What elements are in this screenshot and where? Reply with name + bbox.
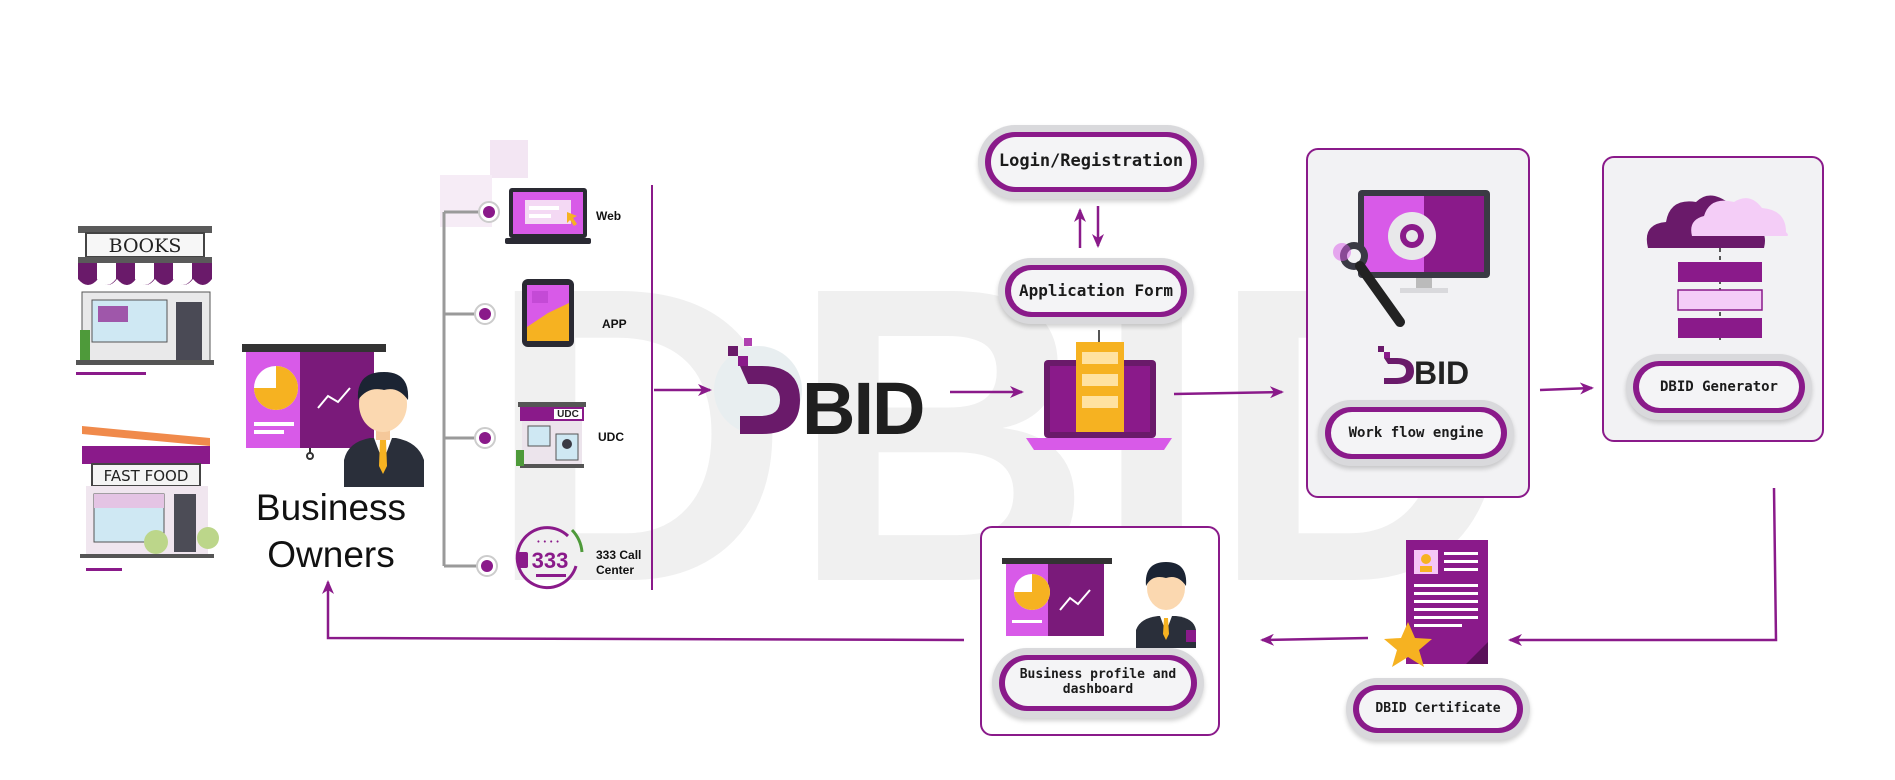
dbid-small-logo-text: BID: [1414, 355, 1469, 388]
dbid-small-logo: BID: [1378, 346, 1469, 388]
business-owner-icon: [242, 344, 424, 487]
dashboard-icon: [1002, 558, 1196, 648]
certificate-icon: [1384, 540, 1488, 667]
dbid-generator-label: DBID Generator: [1639, 366, 1799, 408]
dbid-logo: BID: [714, 338, 925, 440]
dbid-logo-text: BID: [802, 367, 923, 440]
channel-udc-label: UDC: [598, 430, 624, 444]
channel-web-label: Web: [596, 209, 622, 223]
books-shop-icon: BOOKS: [76, 226, 214, 375]
channel-app-label: APP: [602, 317, 627, 331]
workflow-engine-pill: Work flow engine: [1318, 400, 1514, 466]
arrow-generator-to-certificate: [1508, 487, 1778, 646]
udc-shop-icon: UDC: [516, 402, 586, 468]
tablet-icon: [522, 279, 574, 347]
watermark-square: [490, 140, 528, 178]
call-center-icon: • • • • 333: [515, 526, 584, 590]
business-profile-label: Business profile and dashboard: [1005, 660, 1191, 706]
application-laptop-icon: [1026, 330, 1172, 450]
dbid-certificate-pill: DBID Certificate: [1346, 678, 1530, 740]
arrow-profile-to-owners: [322, 580, 965, 642]
udc-sign-text: UDC: [557, 409, 579, 420]
business-owners-line-2: Owners: [267, 534, 395, 575]
business-profile-pill: Business profile and dashboard: [992, 648, 1204, 718]
dbid-certificate-label: DBID Certificate: [1359, 690, 1517, 728]
fast-food-shop-icon: FAST FOOD: [80, 426, 219, 571]
arrow-certificate-to-profile: [1260, 633, 1369, 646]
login-registration-label: Login/Registration: [991, 137, 1191, 187]
dbid-generator-pill: DBID Generator: [1626, 354, 1812, 420]
application-form-pill: Application Form: [998, 258, 1194, 324]
workflow-monitor-icon: [1333, 190, 1490, 327]
application-form-label: Application Form: [1011, 270, 1181, 312]
laptop-icon: [505, 188, 591, 244]
call-center-badge: 333: [532, 548, 569, 573]
login-registration-pill: Login/Registration: [978, 125, 1204, 199]
svg-text:• • • •: • • • •: [536, 538, 559, 546]
arrow-form-to-workflow: [1173, 386, 1284, 399]
books-sign-text: BOOKS: [109, 235, 182, 257]
cloud-database-icon: [1646, 195, 1788, 340]
channel-nodes: [474, 201, 500, 577]
business-owners-line-1: Business: [255, 487, 407, 528]
workflow-engine-label: Work flow engine: [1331, 412, 1501, 454]
arrow-workflow-to-generator: [1539, 382, 1594, 395]
fastfood-sign-text: FAST FOOD: [104, 467, 189, 485]
channel-call-center-label: 333 Call Center: [596, 548, 642, 577]
business-owners-label: Business Owners: [236, 484, 426, 578]
